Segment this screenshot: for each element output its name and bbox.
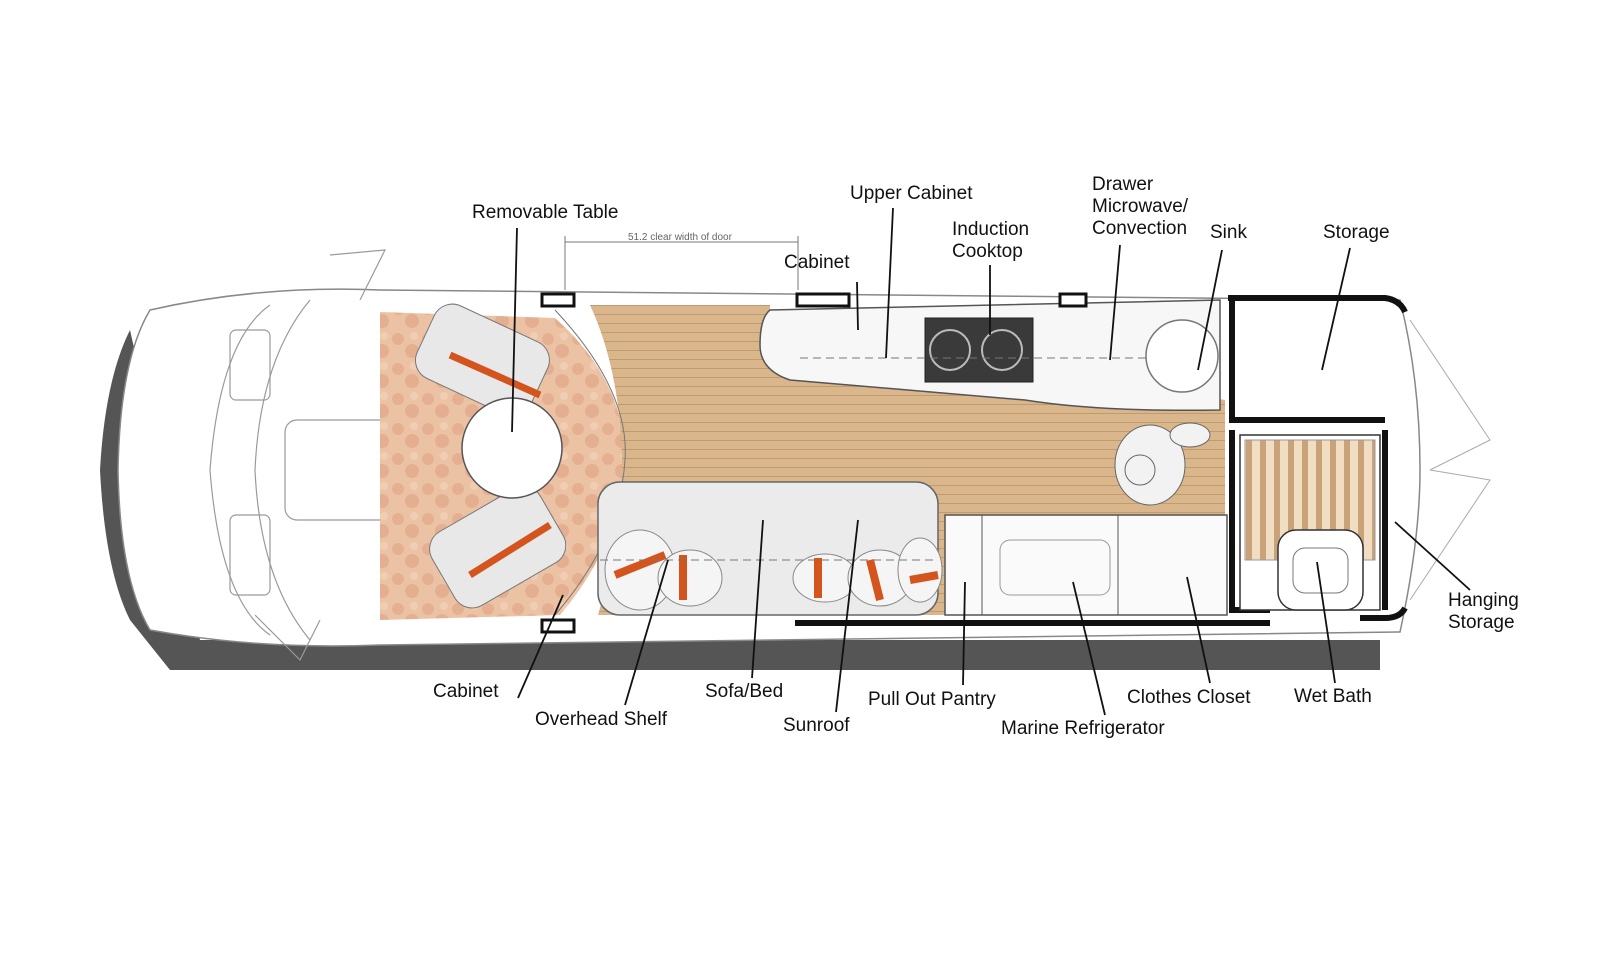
sofa-seats [604, 529, 943, 611]
cab-details [209, 249, 433, 662]
pantry-fridge-closet-block [944, 514, 1228, 616]
storage-area [1238, 305, 1378, 415]
label-induction: Induction [952, 219, 1030, 240]
label-wet-bath: Wet Bath [1294, 686, 1372, 707]
wall-segments [540, 292, 1088, 634]
label-marine-refrigerator: Marine Refrigerator [1001, 718, 1165, 739]
leader-lines [511, 207, 1471, 716]
sink-basin [1145, 319, 1219, 393]
label-cooktop: Cooktop [952, 241, 1023, 262]
label-upper-cabinet: Upper Cabinet [850, 183, 973, 204]
label-sink: Sink [1210, 222, 1247, 243]
label-sunroof: Sunroof [783, 715, 850, 736]
label-convection: Convection [1092, 218, 1188, 239]
label-hanging-storage: Storage [1448, 612, 1515, 633]
label-removable-table: Removable Table [472, 202, 619, 223]
label-cabinet-top: Cabinet [784, 252, 850, 273]
dimension-note: 51.2 clear width of door [628, 232, 732, 243]
rear-door [1409, 319, 1491, 601]
label-hanging: Hanging [1448, 590, 1519, 611]
door-dimension [564, 236, 799, 290]
label-drawer: Drawer [1092, 174, 1154, 195]
label-pull-out-pantry: Pull Out Pantry [868, 689, 996, 710]
person-figure [1114, 422, 1211, 506]
label-storage: Storage [1323, 222, 1390, 243]
rear-walls [795, 295, 1408, 626]
label-sofa-bed: Sofa/Bed [705, 681, 784, 702]
toilet [1277, 529, 1364, 611]
label-cabinet-bottom: Cabinet [433, 681, 499, 702]
induction-cooktop-shape [924, 317, 1034, 383]
label-clothes-closet: Clothes Closet [1127, 687, 1251, 708]
label-microwave: Microwave/ [1092, 196, 1189, 217]
front-seats [414, 303, 567, 609]
label-overhead-shelf: Overhead Shelf [535, 709, 668, 730]
